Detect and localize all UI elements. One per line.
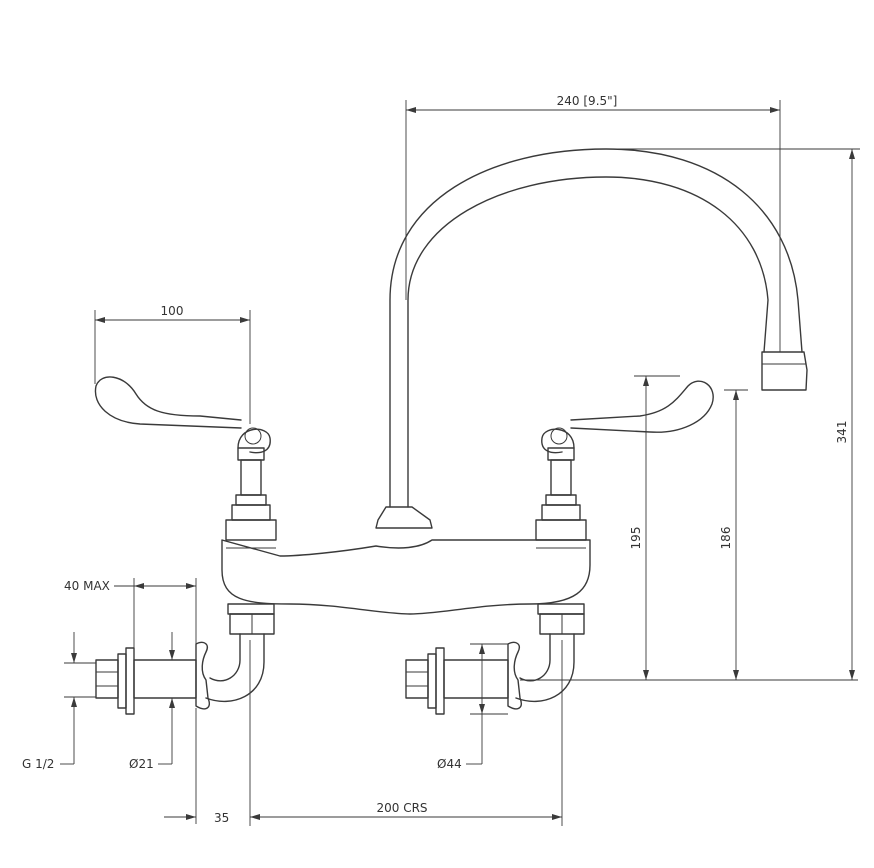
dimension-label-lever-length: 100 xyxy=(161,304,184,318)
dimension-label-lever-height: 195 xyxy=(629,527,643,550)
dimension-wall-projection: 40 MAX xyxy=(64,578,197,660)
dimension-inlet-thread: G 1/2 xyxy=(22,632,96,771)
dimension-label-wall-projection: 40 MAX xyxy=(64,579,110,593)
dimension-lever-height: 195 xyxy=(629,375,680,680)
dimension-label-spout-outlet-height: 186 xyxy=(719,527,733,550)
tap-body xyxy=(221,539,591,615)
dimension-flange-diameter: Ø44 xyxy=(437,643,508,771)
right-inlet-assembly xyxy=(405,603,585,715)
right-valve-assembly xyxy=(535,380,714,541)
dimension-offset: 35 xyxy=(164,708,262,825)
dimension-label-spout-reach: 240 [9.5"] xyxy=(557,94,618,108)
dimension-overall-height: 341 xyxy=(606,148,860,680)
dimension-label-flange-diameter: Ø44 xyxy=(437,757,462,771)
dimension-spout-reach: 240 [9.5"] xyxy=(405,94,781,352)
dimension-label-centres: 200 CRS xyxy=(376,801,427,815)
dimension-label-inlet-diameter: Ø21 xyxy=(129,757,154,771)
dimension-label-overall-height: 341 xyxy=(835,421,849,444)
dimension-label-offset: 35 xyxy=(214,811,229,825)
dimension-centres: 200 CRS xyxy=(249,640,563,826)
dimension-lever-length: 100 xyxy=(94,304,251,424)
left-valve-assembly xyxy=(94,376,277,541)
left-inlet-assembly xyxy=(95,603,275,715)
dimension-label-inlet-thread: G 1/2 xyxy=(22,757,54,771)
dimension-inlet-diameter: Ø21 xyxy=(129,632,175,771)
gooseneck-spout xyxy=(375,148,808,529)
dimension-spout-outlet-height: 186 xyxy=(719,389,748,680)
